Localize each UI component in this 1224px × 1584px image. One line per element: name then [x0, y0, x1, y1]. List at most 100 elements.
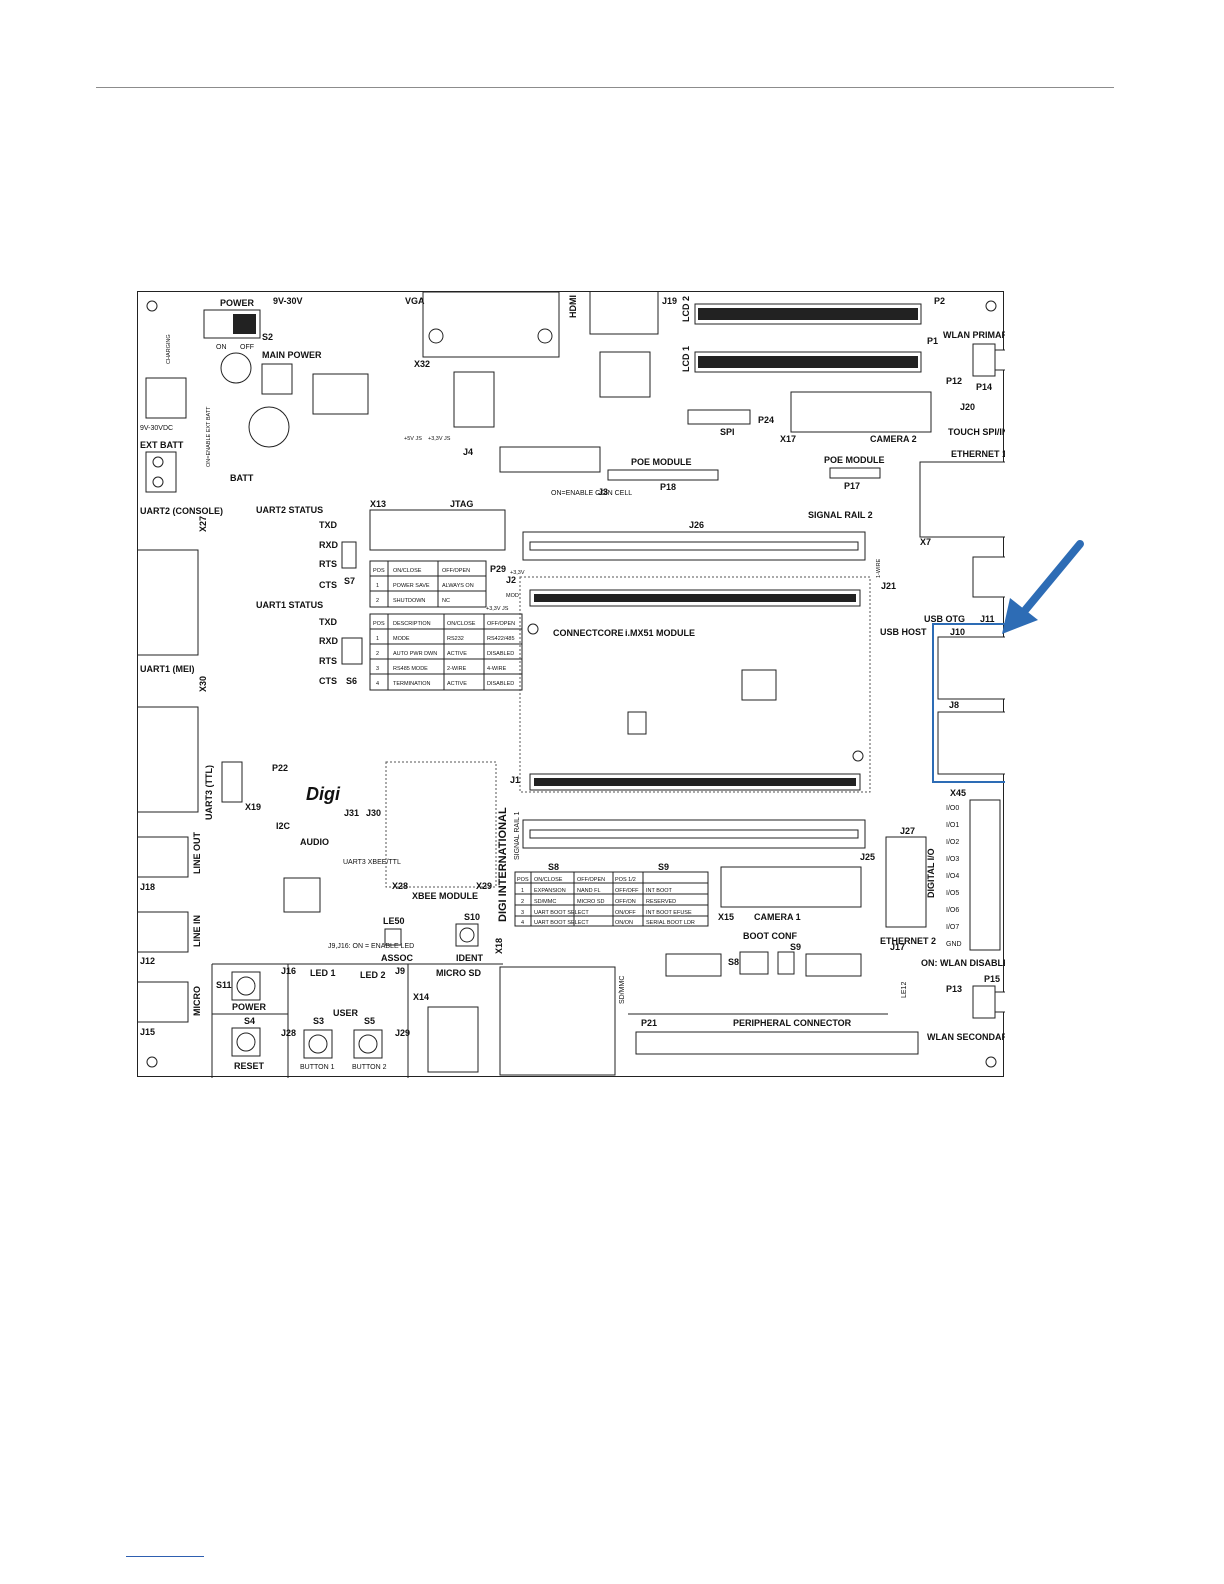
- uart1-db9: [117, 706, 199, 813]
- svg-text:ON/OFF: ON/OFF: [615, 910, 636, 916]
- jtag-label: JTAG: [450, 499, 473, 509]
- uart2-cts-label: CTS: [319, 580, 337, 590]
- svg-text:ACTIVE: ACTIVE: [447, 681, 467, 687]
- capacitor-c104: [220, 352, 252, 384]
- power-title: POWER: [220, 298, 255, 308]
- x29-label: X29: [476, 881, 492, 891]
- s6-table: POS DESCRIPTION ON/CLOSE OFF/OPEN 1 MODE…: [369, 613, 523, 691]
- svg-text:4: 4: [521, 920, 524, 926]
- button-icon: [308, 1034, 328, 1054]
- button2: [353, 1029, 383, 1059]
- dip-switch-s9: [777, 951, 795, 975]
- s6-label: S6: [346, 676, 357, 686]
- mount-hole: [985, 300, 997, 312]
- svg-text:OFF/OFF: OFF/OFF: [615, 888, 639, 894]
- dip-switch-s7: [341, 541, 357, 569]
- main-power-label: MAIN POWER: [262, 350, 322, 360]
- j27-label: J27: [900, 826, 915, 836]
- j29-label: J29: [395, 1028, 410, 1038]
- svg-text:ON/CLOSE: ON/CLOSE: [447, 621, 476, 627]
- regulator-v2: [261, 363, 293, 395]
- svg-text:TERMINATION: TERMINATION: [393, 681, 431, 687]
- j26-rail: [522, 531, 866, 561]
- rail-slot: [529, 829, 859, 839]
- svg-text:DISABLED: DISABLED: [487, 651, 514, 657]
- line-in-jack: [127, 911, 189, 953]
- lcd1-label: LCD 1: [681, 346, 691, 372]
- p1-label: P1: [927, 336, 938, 346]
- p17-label: P17: [844, 481, 860, 491]
- j10-label: J10: [950, 627, 965, 637]
- svg-text:I/O2: I/O2: [946, 839, 959, 846]
- svg-text:RS232: RS232: [447, 636, 464, 642]
- j9j16-label: J9,J16: ON = ENABLE LED: [328, 943, 414, 950]
- svg-text:2: 2: [521, 899, 524, 905]
- j18-label: J18: [140, 882, 155, 892]
- digi-intl-label: DIGI INTERNATIONAL: [497, 807, 509, 922]
- dip-switch-s8: [739, 951, 769, 975]
- svg-text:OFF/OPEN: OFF/OPEN: [577, 877, 605, 883]
- x45-label: X45: [950, 788, 966, 798]
- boot-conf-label: BOOT CONF: [743, 931, 797, 941]
- chip-u45: [599, 351, 651, 398]
- ident-label: IDENT: [456, 953, 484, 963]
- ethernet2-label: ETHERNET 2: [880, 936, 936, 946]
- line-out-label: LINE OUT: [192, 831, 202, 874]
- j11-label: J11: [980, 614, 995, 624]
- p21-label: P21: [641, 1018, 657, 1028]
- uart3-xbee-label: UART3 XBEE/TTL: [343, 859, 401, 866]
- xbee-outline: [385, 761, 497, 888]
- inductor-l23: [248, 406, 290, 448]
- svg-text:RESERVED: RESERVED: [646, 899, 676, 905]
- svg-text:ON/CLOSE: ON/CLOSE: [393, 568, 422, 574]
- arrow-head-icon: [1002, 598, 1038, 634]
- j17-label: J17: [890, 942, 905, 952]
- poe-header-p17: [829, 467, 881, 479]
- poe-module-b-label: POE MODULE: [824, 455, 885, 465]
- ethernet1-jack: [919, 461, 1021, 538]
- svg-text:2: 2: [376, 651, 379, 657]
- digital-io-label: DIGITAL I/O: [926, 848, 936, 898]
- lmx51-label: i.MX51 MODULE: [625, 628, 695, 638]
- enable-ext-batt-label: ON=ENABLE EXT BATT: [206, 406, 212, 467]
- header-rule: [96, 87, 1114, 88]
- j15-label: J15: [140, 1027, 155, 1037]
- svg-text:4-WIRE: 4-WIRE: [487, 666, 507, 672]
- ext-batt-label: EXT BATT: [140, 440, 184, 450]
- poe-header-p18: [607, 469, 719, 481]
- screw-icon: [852, 750, 864, 762]
- usb-host-j8: [937, 711, 1011, 775]
- s7-label: S7: [344, 576, 355, 586]
- x30-label: X30: [198, 676, 208, 692]
- camera1-label: CAMERA 1: [754, 912, 801, 922]
- ident-button: [455, 923, 479, 947]
- board-svg: POWER 9V-30V S2 ON OFF MAIN POWER CHARGI…: [117, 259, 1036, 1078]
- svg-text:UART BOOT SELECT: UART BOOT SELECT: [534, 910, 589, 916]
- connectcore-module-outline: [519, 576, 871, 793]
- s8-dip-label: S8: [728, 957, 739, 967]
- vga-label: VGA: [405, 296, 425, 306]
- svg-text:INT BOOT: INT BOOT: [646, 888, 673, 894]
- svg-text:MODE: MODE: [393, 636, 410, 642]
- x7-label: X7: [920, 537, 931, 547]
- svg-text:OFF/ON: OFF/ON: [615, 899, 636, 905]
- svg-text:POS: POS: [517, 877, 529, 883]
- p24-label: P24: [758, 415, 774, 425]
- svg-text:I/O1: I/O1: [946, 822, 959, 829]
- micro-jack: [127, 981, 189, 1023]
- signal-rail2-label: SIGNAL RAIL 2: [808, 510, 873, 520]
- svg-text:1: 1: [376, 636, 379, 642]
- svg-text:3: 3: [521, 910, 524, 916]
- wlan-primary-label: WLAN PRIMARY: [943, 330, 1005, 340]
- screw-icon: [527, 623, 539, 635]
- dip-switch-s6: [341, 637, 363, 665]
- uart2-txd-label: TXD: [319, 520, 338, 530]
- ethernet2-jack: [885, 836, 927, 928]
- wlan-secondary-label: WLAN SECONDARY: [927, 1032, 1005, 1042]
- s8-label: S8: [548, 862, 559, 872]
- camera2-connector: [790, 391, 932, 433]
- uart2-rts-label: RTS: [319, 559, 337, 569]
- digital-io-terminal: [969, 799, 1001, 951]
- peripheral-label: PERIPHERAL CONNECTOR: [733, 1018, 852, 1028]
- peripheral-connector: [635, 1031, 919, 1055]
